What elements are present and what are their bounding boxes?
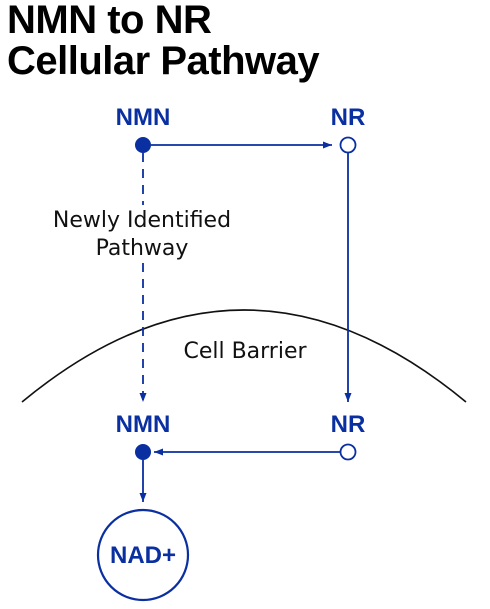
- newly-identified-label-line2: Pathway: [96, 236, 189, 261]
- nr-inside-label: NR: [331, 411, 366, 438]
- nr-outside-node: [339, 136, 357, 154]
- cell-barrier-arc: [21, 309, 467, 403]
- nr-inside-node: [339, 443, 357, 461]
- newly-identified-label-line1: Newly Identified: [53, 208, 231, 233]
- nad-label: NAD+: [110, 542, 176, 569]
- nmn-outside-node: [135, 137, 151, 153]
- nr-outside-label: NR: [331, 104, 366, 131]
- nmn-outside-label: NMN: [116, 104, 171, 131]
- nmn-inside-node: [135, 444, 151, 460]
- title-line-1: NMN to NR: [7, 0, 212, 42]
- nad-node: [96, 508, 190, 602]
- page-title: NMN to NR Cellular Pathway: [7, 0, 320, 83]
- nmn-inside-label: NMN: [116, 411, 171, 438]
- cell-barrier-label: Cell Barrier: [183, 339, 307, 364]
- title-line-2: Cellular Pathway: [7, 39, 320, 83]
